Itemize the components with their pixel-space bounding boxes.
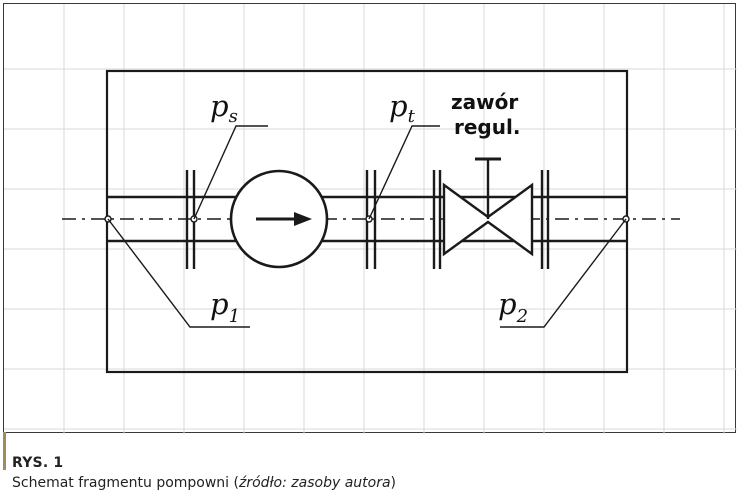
label-p2: p2 (498, 287, 528, 327)
figure-label: RYS. 1 (12, 455, 64, 471)
figure-frame: ps pt p1 p2 zawór regul. (3, 3, 737, 434)
label-ps: ps (210, 89, 238, 127)
label-pt: pt (389, 89, 416, 127)
caption-source: źródło: zasoby autora (238, 475, 391, 491)
pump-station-diagram: ps pt p1 p2 zawór regul. (4, 4, 737, 434)
figure-caption: Schemat fragmentu pompowni (źródło: zaso… (12, 475, 396, 491)
caption-accent-bar (3, 432, 6, 470)
pump-icon (229, 169, 329, 269)
caption-main-text: Schemat fragmentu pompowni ( (12, 475, 239, 491)
flow-arrow-icon (256, 212, 312, 226)
label-p1: p1 (210, 287, 240, 327)
valve-icon (442, 157, 534, 257)
valve-label-line2: regul. (454, 115, 520, 139)
caption-close: ) (390, 475, 397, 491)
flange-icon (185, 170, 550, 269)
background-grid (4, 4, 737, 434)
valve-label-line1: zawór (451, 90, 518, 114)
leader-lines (107, 125, 627, 328)
